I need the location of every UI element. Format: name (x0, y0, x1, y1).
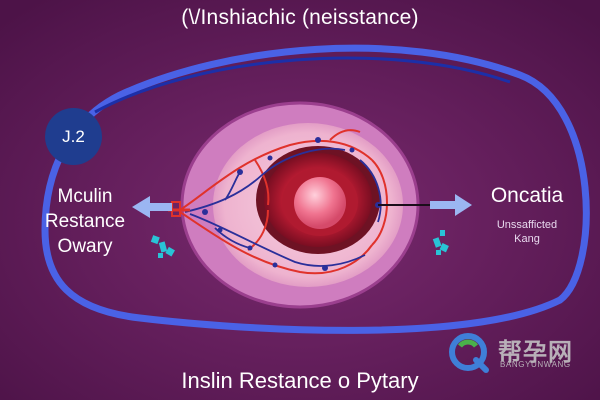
right-label-title: Oncatia (490, 184, 564, 207)
outer-ring (41, 44, 590, 334)
arrow-left-icon (132, 196, 172, 218)
nucleus (294, 177, 346, 229)
ring-highlight (94, 56, 511, 114)
left-label-line-1: Mculin (57, 186, 113, 207)
molecule-icon (150, 235, 175, 258)
molecule-icon (432, 230, 449, 255)
left-label-line-3: Owary (57, 236, 113, 257)
footer-title: Inslin Restance o Pytary (181, 368, 419, 393)
red-vessels (179, 129, 388, 275)
watermark-logo-icon (449, 333, 489, 373)
left-label-line-2: Restance (44, 211, 126, 232)
watermark-text: 帮孕网 (498, 339, 573, 366)
right-sub-line-1: Unssafficted (496, 219, 558, 231)
left-label: Mculin Restance Owary (30, 184, 140, 259)
watermark: 帮孕网 BANGYUNWANG (446, 330, 586, 374)
right-sub-line-2: Kang (514, 233, 540, 245)
badge: J.2 (45, 108, 102, 165)
arrow-right-icon (430, 194, 472, 216)
watermark-subtext: BANGYUNWANG (500, 360, 571, 369)
right-label-subtitle: Unssafficted Kang (472, 218, 582, 246)
diagram-title: (\/Inshiachic (neisstance) (181, 6, 419, 29)
blue-vessel-nodes (202, 137, 381, 271)
